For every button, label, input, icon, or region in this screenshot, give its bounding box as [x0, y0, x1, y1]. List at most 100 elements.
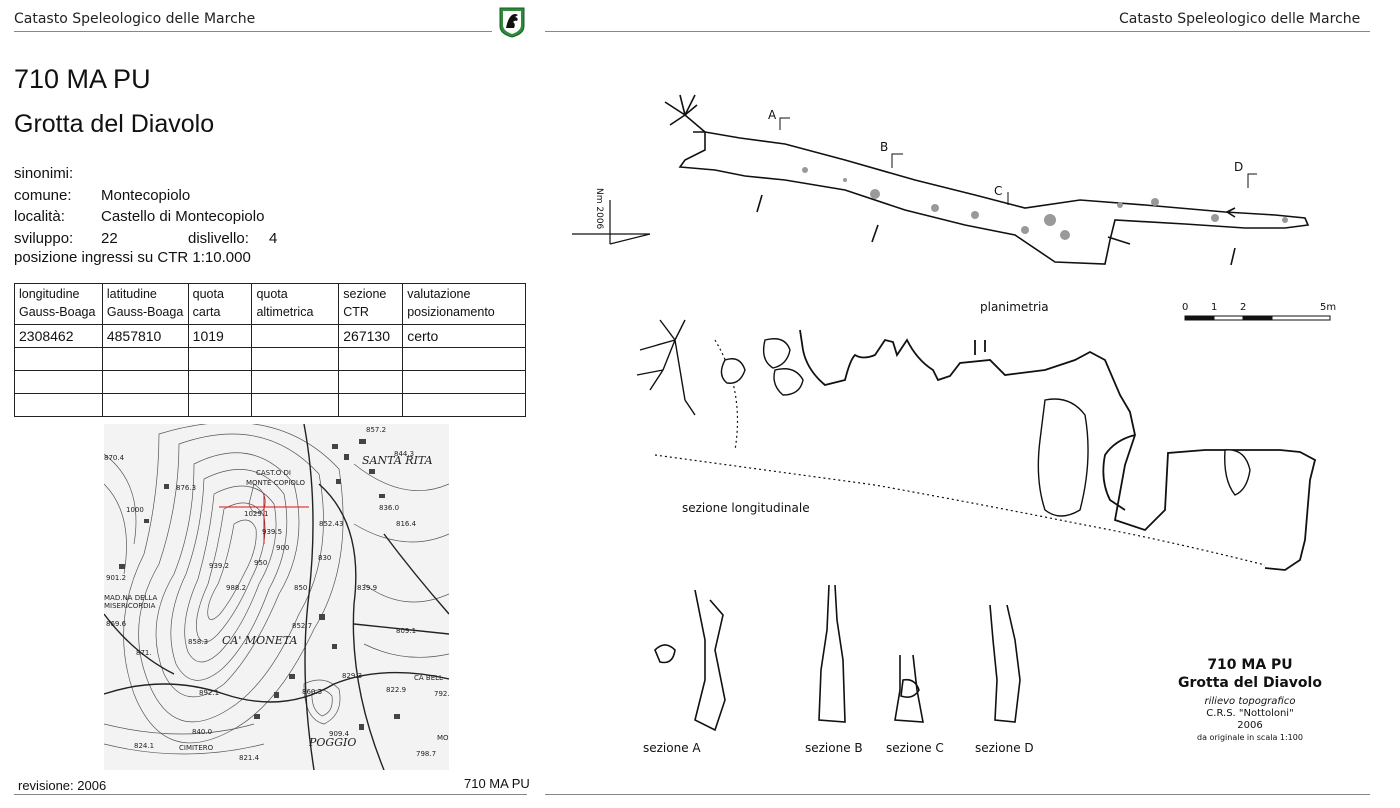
right-header-title: Catasto Speleologico delle Marche: [1119, 11, 1361, 27]
right-footer-rule: [545, 794, 1370, 795]
planimetria-label: planimetria: [980, 300, 1049, 314]
map-label-madonna: MAD.NA DELLA MISERICORDIA: [104, 594, 158, 610]
survey-title-type: rilievo topografico: [1204, 696, 1296, 707]
table-cell: [14, 370, 103, 394]
left-header-rule: [14, 31, 492, 32]
table-cell: [187, 370, 253, 394]
topographic-map-drawing: [104, 424, 449, 770]
scale-tick-label: 5m: [1320, 302, 1337, 313]
region-crest-icon: [498, 6, 526, 38]
map-label-height: 871.: [136, 649, 152, 657]
cross-section-b: [818, 584, 846, 723]
dislivello-value: 4: [269, 230, 278, 247]
tree-icon: [664, 94, 706, 133]
table-cell: [338, 347, 404, 371]
table-cell: [402, 370, 526, 394]
map-label-height: 822.9: [386, 686, 407, 694]
section-marker-label: D: [1234, 160, 1244, 174]
cross-section-d: [989, 604, 1021, 723]
map-label-height: 809.1: [396, 627, 417, 635]
cave-name: Grotta del Diavolo: [14, 110, 215, 138]
scale-bar: [1184, 315, 1331, 321]
table-cell: [338, 393, 404, 417]
right-header-rule: [545, 31, 1370, 32]
table-row: 2308462 4857810 1019 267130 certo: [14, 324, 526, 348]
cave-plan-boulders: [802, 167, 1288, 240]
table-cell: 4857810: [101, 324, 189, 348]
section-label: sezione B: [805, 741, 863, 755]
comune-label: comune:: [14, 187, 72, 204]
section-marker-label: B: [880, 140, 889, 154]
sviluppo-value: 22: [101, 230, 118, 247]
survey-title-year: 2006: [1237, 720, 1263, 731]
table-header: quota carta: [187, 283, 253, 325]
survey-title-name: Grotta del Diavolo: [1178, 675, 1322, 691]
table-cell: [402, 393, 526, 417]
footer-code: 710 MA PU: [464, 776, 530, 791]
map-label-height: 824.1: [134, 742, 155, 750]
cave-longitudinal-section: [799, 329, 1317, 571]
map-label-castel: CAST.O DI: [256, 469, 291, 477]
table-cell: [251, 370, 340, 394]
left-footer-rule: [14, 794, 527, 795]
map-label-height: 798.7: [416, 750, 437, 758]
map-label-height: 840.0: [192, 728, 213, 736]
table-cell: [101, 347, 189, 371]
cross-section-a: [654, 589, 726, 732]
map-label-height: 900: [276, 544, 290, 552]
table-cell: [187, 347, 253, 371]
map-label-monte-copiolo: MONTE COPIOLO: [246, 479, 306, 487]
section-label: sezione D: [975, 741, 1034, 755]
map-label-height: 836.0: [379, 504, 400, 512]
map-label-poggio: POGGIO: [309, 736, 357, 749]
map-label-height: 852.7: [292, 622, 313, 630]
section-markers: [779, 117, 1257, 205]
table-header: longitudine Gauss-Boaga: [14, 283, 103, 325]
revision-label: revisione: 2006: [18, 778, 107, 793]
survey-title-code: 710 MA PU: [1207, 657, 1293, 673]
section-label: sezione A: [643, 741, 701, 755]
map-label-height: 858.3: [188, 638, 209, 646]
dislivello-label: dislivello:: [188, 230, 249, 247]
left-header-title: Catasto Speleologico delle Marche: [14, 11, 256, 27]
map-label-height: 860.3: [302, 688, 323, 696]
map-label-height: 950: [254, 559, 268, 567]
sezione-longitudinale-label: sezione longitudinale: [682, 501, 810, 515]
table-cell: [187, 393, 253, 417]
localita-label: località:: [14, 208, 65, 225]
scale-tick-label: 0: [1182, 302, 1189, 313]
survey-title-scale: da originale in scala 1:100: [1197, 733, 1303, 742]
map-label-height: 844.3: [394, 450, 415, 458]
table-cell: [251, 324, 340, 348]
table-cell: [338, 370, 404, 394]
map-label-height: 876.3: [176, 484, 197, 492]
cross-section-c: [894, 654, 924, 723]
map-label-height: 821.4: [239, 754, 260, 762]
map-label-height: 850: [294, 584, 308, 592]
posizione-label: posizione ingressi su CTR 1:10.000: [14, 249, 251, 266]
table-cell: [14, 347, 103, 371]
cave-floor-line: [654, 339, 1266, 566]
scale-tick-label: 2: [1240, 302, 1247, 313]
map-label-height: 892.1: [199, 689, 220, 697]
comune-value: Montecopiolo: [101, 187, 191, 204]
map-label-ca-moneta: CA' MONETA: [222, 634, 298, 647]
cave-section-boulders: [720, 338, 1251, 517]
table-header: quota altimetrica: [251, 283, 340, 325]
table-header-row: longitudine Gauss-Boaga latitudine Gauss…: [14, 283, 526, 325]
table-cell: [251, 347, 340, 371]
map-label-mo: MO: [437, 734, 449, 742]
table-row: [14, 393, 526, 417]
cave-survey-drawing: [572, 94, 1331, 732]
table-header: valutazione posizionamento: [402, 283, 526, 325]
map-label-height: 939.5: [262, 528, 283, 536]
sinonimi-label: sinonimi:: [14, 165, 74, 182]
map-label-height: 852.43: [319, 520, 344, 528]
section-marker-label: A: [768, 108, 777, 122]
table-header: sezione CTR: [338, 283, 404, 325]
map-label-height: 988.2: [226, 584, 247, 592]
survey-title-group: C.R.S. "Nottoloni": [1206, 708, 1294, 719]
map-label-height: 1029.1: [244, 510, 269, 518]
map-label-height: 829.3: [342, 672, 363, 680]
cave-code: 710 MA PU: [14, 64, 151, 94]
